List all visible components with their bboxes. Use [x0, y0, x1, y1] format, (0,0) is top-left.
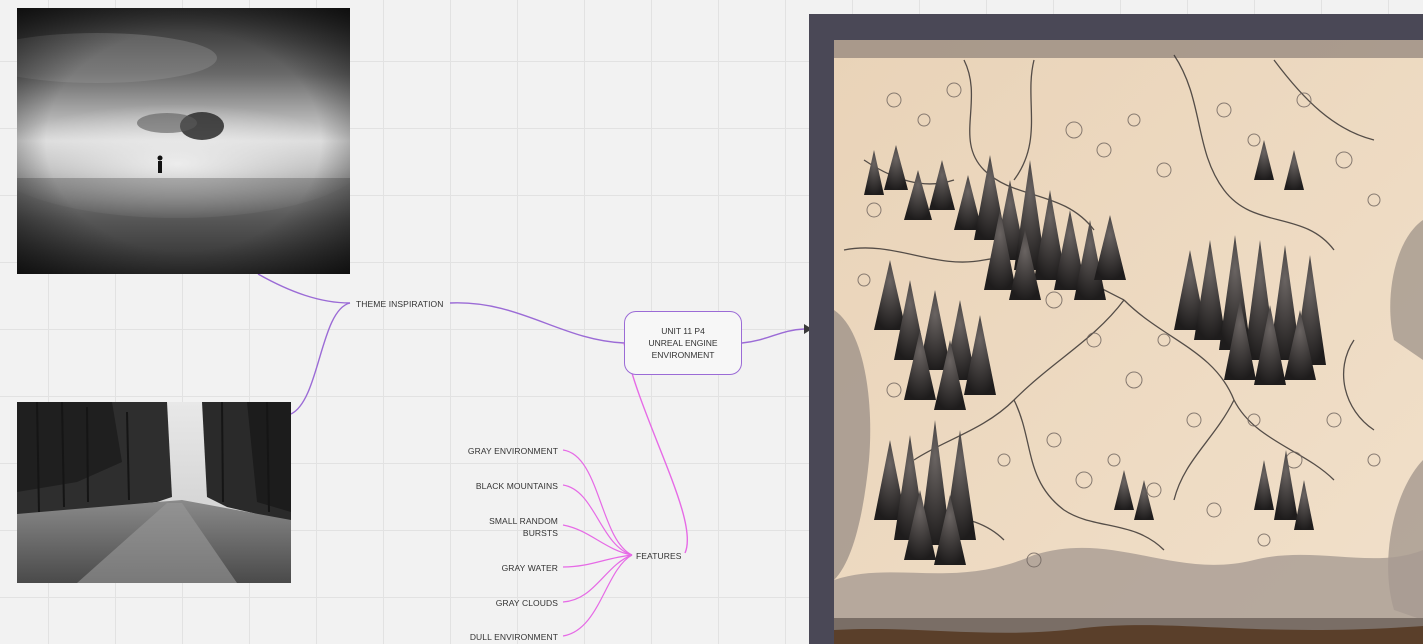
foggy-field-photo[interactable]: [17, 8, 350, 274]
connector-feature-4: [562, 554, 633, 568]
center-line-3: ENVIRONMENT: [651, 350, 715, 360]
feature-dull-environment[interactable]: DULL ENVIRONMENT: [469, 632, 558, 642]
arrowhead-icon: [804, 324, 812, 334]
feature-gray-water[interactable]: GRAY WATER: [501, 563, 558, 573]
feature-small-random-bursts-line-1: SMALL RANDOM: [489, 516, 558, 526]
feature-small-random-bursts[interactable]: SMALL RANDOM BURSTS: [489, 515, 558, 539]
connector-feature-3: [562, 524, 633, 556]
feature-gray-environment[interactable]: GRAY ENVIRONMENT: [467, 446, 558, 456]
connector-feature-6: [562, 554, 633, 637]
features-node[interactable]: FEATURES: [636, 551, 682, 561]
terrain-map-image: [834, 40, 1423, 644]
connector-theme-to-center: [449, 302, 625, 344]
connector-feature-1: [562, 449, 633, 556]
feature-small-random-bursts-line-2: BURSTS: [522, 528, 558, 538]
connector-feature-2: [562, 484, 633, 556]
center-line-1: UNIT 11 P4: [661, 326, 705, 336]
central-topic-node[interactable]: UNIT 11 P4 UNREAL ENGINE ENVIRONMENT: [624, 311, 742, 375]
terrain-map-frame[interactable]: [809, 14, 1423, 644]
forest-road-image: [17, 402, 291, 583]
feature-black-mountains[interactable]: BLACK MOUNTAINS: [475, 481, 558, 491]
theme-inspiration-node[interactable]: THEME INSPIRATION: [356, 299, 444, 309]
connector-feature-5: [562, 554, 633, 603]
connector-road-to-theme: [290, 302, 351, 415]
connector-foggy-to-theme: [257, 273, 351, 304]
foggy-field-image: [17, 8, 350, 274]
connector-center-to-map: [741, 328, 805, 344]
forest-road-photo[interactable]: [17, 402, 291, 583]
feature-gray-clouds[interactable]: GRAY CLOUDS: [495, 598, 558, 608]
center-line-2: UNREAL ENGINE: [648, 338, 718, 348]
